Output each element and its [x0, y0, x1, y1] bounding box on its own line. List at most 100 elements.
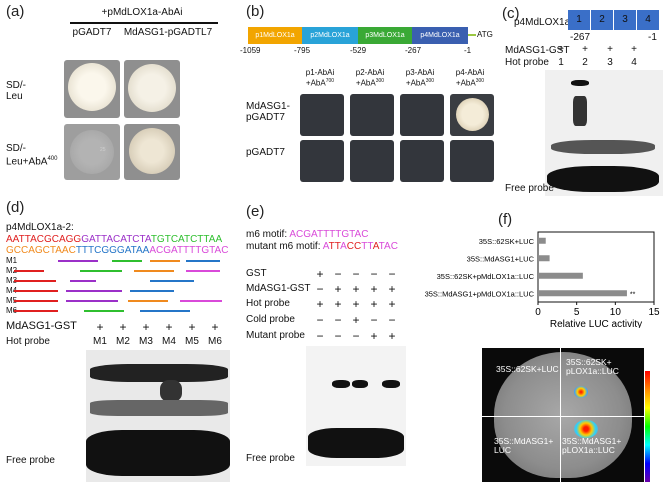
- gel-band-free: [308, 428, 404, 458]
- panel-c-free-probe: Free probe: [505, 183, 554, 194]
- panel-a-col-1: pGADT7: [72, 27, 112, 38]
- seq-frag: A: [322, 241, 329, 252]
- bar: [538, 272, 583, 279]
- bar: [538, 237, 546, 244]
- d-plus-1: +: [96, 320, 104, 334]
- panel-c-row-1-label: MdASG1-GST: [505, 45, 570, 56]
- gel-band-shift: [160, 380, 182, 402]
- seq-frag: TAC: [378, 241, 398, 252]
- probe-box-2: 2: [591, 10, 613, 30]
- e-mutant-5: +: [388, 329, 396, 343]
- gel-band-shift: [382, 380, 400, 388]
- yeast-colony: [68, 63, 116, 111]
- c-lane-2: 2: [582, 57, 588, 68]
- mutant-line: [134, 270, 174, 272]
- e-gst-3: −: [352, 267, 360, 281]
- gel-e: [306, 346, 406, 466]
- bar-category-label: 35S::MdASG1+pMdLOX1a::LUC: [425, 289, 535, 298]
- d-plus-3: +: [142, 320, 150, 334]
- plate-b-r2-p3: [400, 140, 444, 182]
- c-lane-3: 3: [607, 57, 613, 68]
- panel-e-label: (e): [246, 203, 265, 220]
- plate-note: 25: [100, 147, 106, 153]
- seq-frag: CC: [346, 241, 362, 252]
- bar-category-label: 35S::62SK+pMdLOX1a::LUC: [437, 272, 535, 281]
- panel-d-row-2-label: Hot probe: [6, 336, 50, 347]
- mutant-motif-label: mutant m6 motif:: [246, 241, 321, 252]
- mutant-label-6: M6: [6, 306, 18, 315]
- mutant-line: [186, 270, 220, 272]
- e-cold-5: −: [388, 313, 396, 327]
- mutant-label-3: M3: [6, 276, 18, 285]
- d-plus-2: +: [119, 320, 127, 334]
- x-axis-label: Relative LUC activity: [550, 319, 642, 328]
- d-lane-m2: M2: [116, 336, 130, 347]
- seq-frag: GCCAGCTAAC: [6, 245, 76, 256]
- e-hot-2: +: [334, 297, 342, 311]
- gel-band-free: [547, 166, 659, 192]
- seq-line-1: AATTACGCAGGGATTACATCTATGTCATCTTAA: [6, 234, 222, 245]
- gel-band-shift: [573, 96, 587, 126]
- leaf-label-3: 35S::MdASG1+LUC: [494, 436, 554, 455]
- e-gst-4: −: [370, 267, 378, 281]
- significance-mark: **: [630, 291, 636, 298]
- gel-band-shift: [90, 364, 228, 382]
- seq-title: p4MdLOX1a-2:: [6, 222, 74, 233]
- c-lane-1: 1: [558, 57, 564, 68]
- yeast-colony: [129, 128, 175, 174]
- seq-line-2: GCCAGCTAACTTTCGGGATAAACGATTTTGTAC: [6, 245, 228, 256]
- e-cold-1: −: [316, 313, 324, 327]
- probe-box-3: 3: [614, 10, 636, 30]
- d-plus-5: +: [188, 320, 196, 334]
- segment-p2: p2MdLOX1a: [302, 27, 358, 44]
- chart-frame: [537, 231, 655, 303]
- panel-e-row-hot: Hot probe: [246, 298, 290, 309]
- panel-e-row-mdasg1: MdASG1-GST: [246, 283, 311, 294]
- coord-4: -267: [405, 46, 422, 55]
- mutant-motif-line: mutant m6 motif: ATTACCTTATAC: [246, 241, 398, 252]
- plate-b-r1-p4: [450, 94, 494, 136]
- e-mdasg1-4: +: [370, 282, 378, 296]
- d-plus-4: +: [165, 320, 173, 334]
- e-mdasg1-5: +: [388, 282, 396, 296]
- c-plus-2: +: [582, 44, 588, 55]
- plate-a-pgadt7-leu: [64, 60, 120, 118]
- bar-category-label: 35S::MdASG1+LUC: [467, 254, 535, 263]
- gel-c: [545, 70, 663, 196]
- panel-e-row-cold: Cold probe: [246, 314, 295, 325]
- mutant-label-4: M4: [6, 286, 18, 295]
- panel-a-col-2: MdASG1-pGADTL7: [123, 27, 213, 38]
- e-hot-3: +: [352, 297, 360, 311]
- plate-b-r2-p1: [300, 140, 344, 182]
- d-lane-m4: M4: [162, 336, 176, 347]
- col-header-p2: p2-AbAi +AbA300: [355, 68, 385, 88]
- panel-b-label: (b): [246, 3, 265, 20]
- gel-band-free: [86, 430, 230, 476]
- panel-a-label: (a): [6, 3, 25, 20]
- probe-name: p4MdLOX1a:: [514, 17, 573, 28]
- gel-d: [86, 350, 230, 482]
- panel-e-free-probe: Free probe: [246, 453, 295, 464]
- e-cold-3: +: [352, 313, 360, 327]
- panel-a-row-2-label: SD/- Leu+AbA400: [6, 143, 58, 168]
- seq-frag: TT: [328, 241, 341, 252]
- luc-bar-chart: 35S::62SK+LUC35S::MdASG1+LUC35S::62SK+pM…: [425, 231, 660, 328]
- panel-d-row-1-label: MdASG1-GST: [6, 320, 77, 332]
- mutant-line: [14, 290, 58, 292]
- e-mdasg1-3: +: [352, 282, 360, 296]
- motif-seq: ACGATTTTGTAC: [289, 229, 369, 240]
- faint-colony: [70, 130, 114, 174]
- coord-2: -795: [294, 46, 311, 55]
- coord-1: -1059: [240, 46, 261, 55]
- probe-box-1: 1: [568, 10, 590, 30]
- segment-p1: p1MdLOX1a: [248, 27, 302, 44]
- panel-e-row-gst: GST: [246, 268, 267, 279]
- panel-a-header-line: [70, 22, 218, 24]
- x-tick-label: 10: [610, 307, 622, 318]
- panel-a-header: +pMdLOX1a-AbAi: [101, 7, 183, 18]
- e-cold-4: −: [370, 313, 378, 327]
- leaf-luc-image: 35S::62SK+LUC 35S::62SK+pLOX1a::LUC 35S:…: [482, 348, 644, 482]
- segment-p3: p3MdLOX1a: [358, 27, 412, 44]
- e-gst-1: +: [316, 267, 324, 281]
- mutant-line: [186, 260, 220, 262]
